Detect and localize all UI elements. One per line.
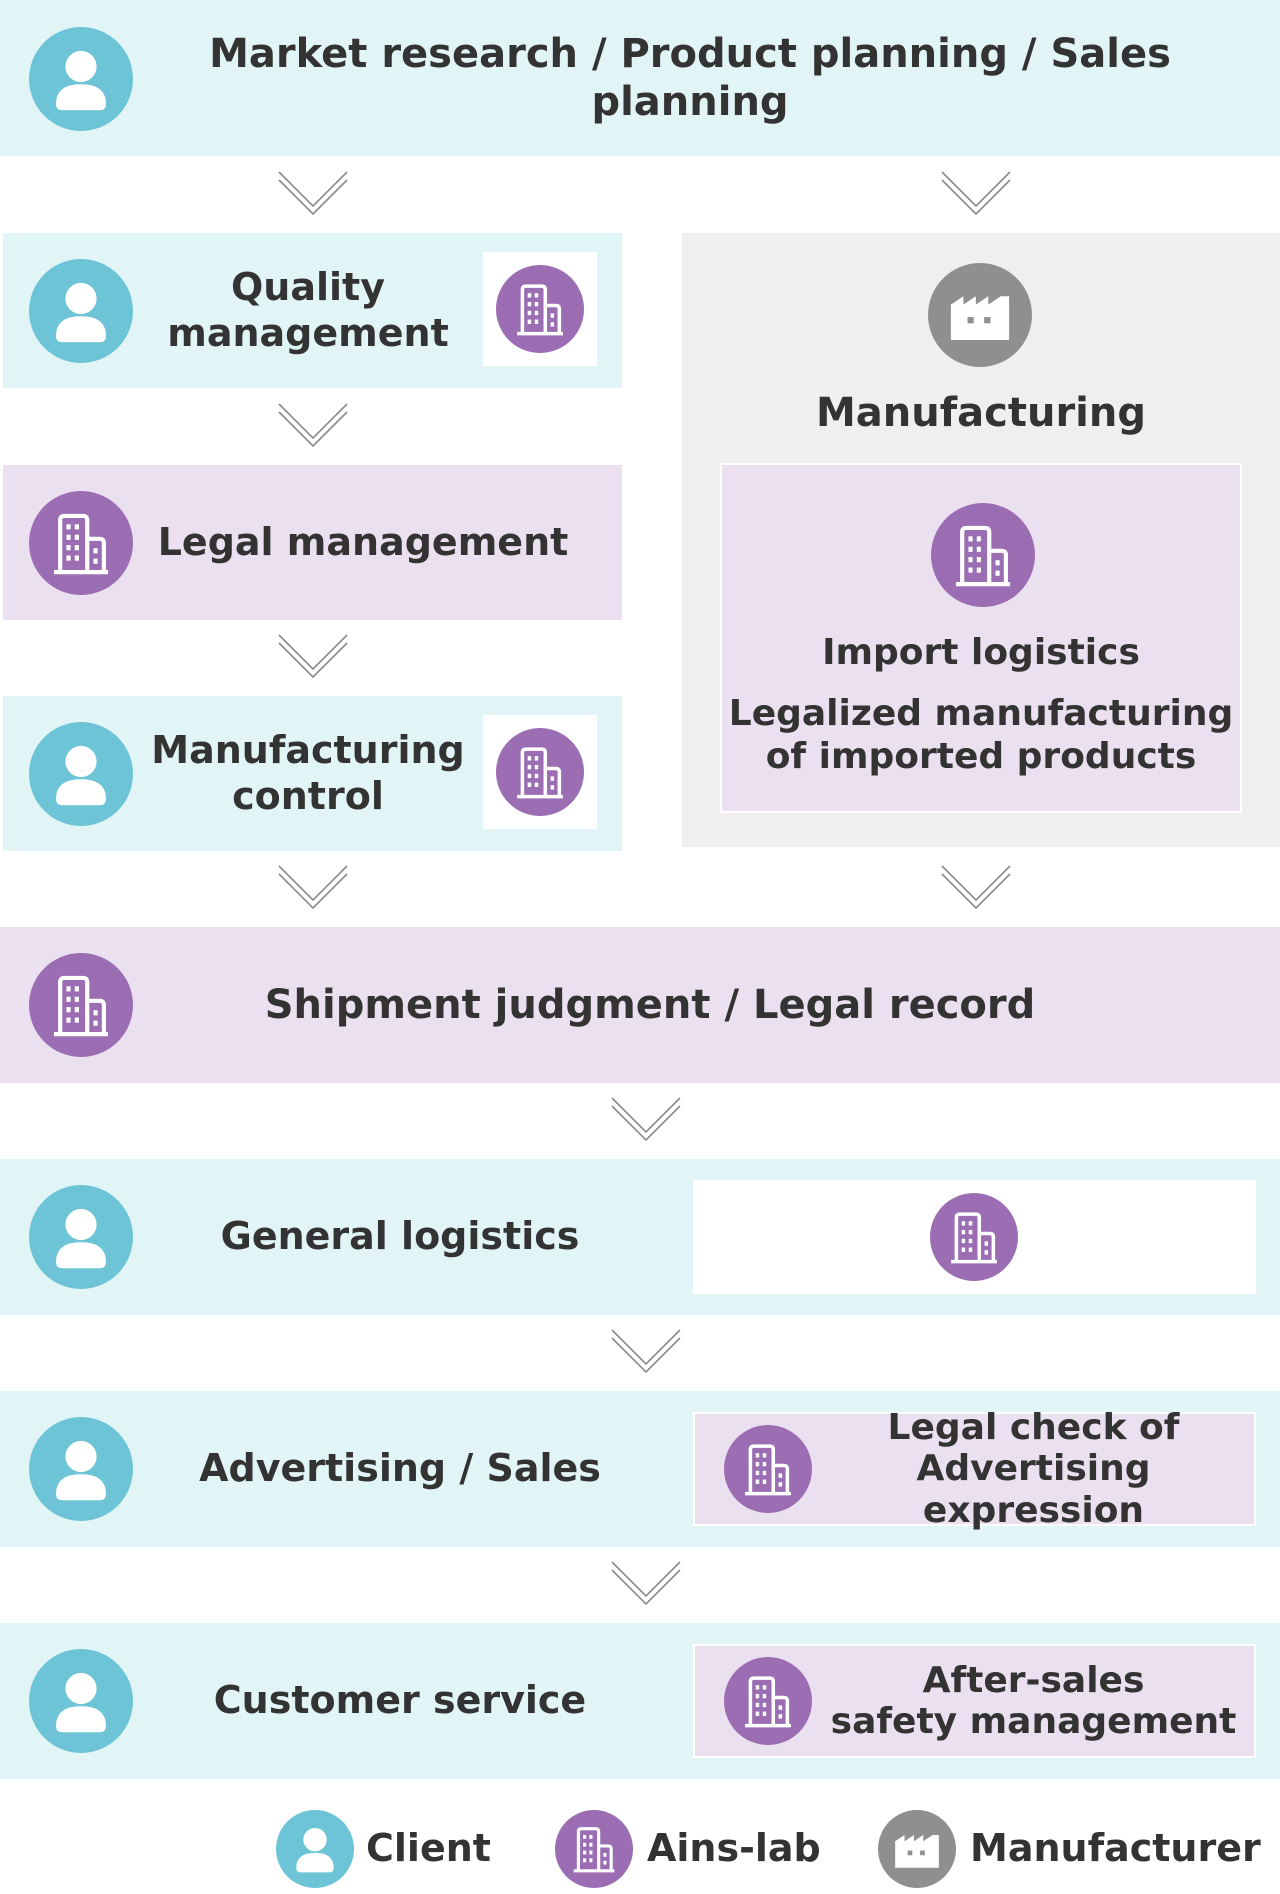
building-icon — [555, 1810, 633, 1888]
flow-arrow — [277, 402, 349, 452]
step-legal-management-label: Legal management — [157, 519, 569, 564]
after-sales-label: After-sales safety management — [830, 1659, 1237, 1742]
after-sales-box: After-sales safety management — [693, 1644, 1256, 1758]
flow-arrow — [277, 170, 349, 220]
building-icon — [29, 953, 133, 1057]
step-shipment-judgment: Shipment judgment / Legal record — [0, 927, 1280, 1083]
step-manufacturing-control-label: Manufacturing control — [151, 727, 465, 818]
building-icon — [29, 491, 133, 595]
flow-arrow — [610, 1096, 682, 1146]
flow-arrow — [610, 1560, 682, 1610]
factory-icon — [928, 263, 1032, 367]
step-market-research: Market research / Product planning / Sal… — [0, 0, 1280, 156]
manufacturing-ains-lab-box: Import logistics Legalized manufacturing… — [720, 463, 1242, 813]
step-shipment-judgment-label: Shipment judgment / Legal record — [264, 982, 1036, 1028]
person-icon — [29, 1185, 133, 1289]
ains-lab-support-box — [483, 252, 597, 366]
step-general-logistics-label: General logistics — [220, 1214, 580, 1259]
step-quality-management: Quality management — [3, 233, 622, 388]
step-customer-service-label: Customer service — [213, 1678, 587, 1723]
person-icon — [276, 1810, 354, 1888]
building-icon — [496, 728, 584, 816]
flow-arrow — [610, 1328, 682, 1378]
building-icon — [930, 1193, 1018, 1281]
person-icon — [29, 27, 133, 131]
legalized-manufacturing-label: Legalized manufacturing of imported prod… — [728, 692, 1234, 777]
legal-check-label: Legal check of Advertising expression — [887, 1406, 1180, 1531]
legend: Client Ains-lab Manufacturer — [270, 1808, 1270, 1888]
building-icon — [931, 503, 1035, 607]
step-legal-management: Legal management — [3, 465, 622, 620]
flow-arrow — [940, 170, 1012, 220]
flow-arrow — [277, 633, 349, 683]
factory-icon — [878, 1810, 956, 1888]
person-icon — [29, 722, 133, 826]
step-advertising-sales: Advertising / Sales Legal check of Adver… — [0, 1391, 1280, 1547]
legend-ains-lab-label: Ains-lab — [647, 1826, 821, 1871]
person-icon — [29, 1417, 133, 1521]
step-manufacturing: Manufacturing Import logistics Legalized… — [682, 233, 1280, 847]
ains-lab-support-box — [693, 1180, 1256, 1294]
step-manufacturing-label: Manufacturing — [816, 390, 1146, 436]
person-icon — [29, 1649, 133, 1753]
step-customer-service: Customer service After-sales safety mana… — [0, 1623, 1280, 1779]
step-general-logistics: General logistics — [0, 1159, 1280, 1315]
flow-arrow — [940, 864, 1012, 914]
building-icon — [724, 1657, 812, 1745]
legend-manufacturer-label: Manufacturer — [970, 1826, 1261, 1871]
import-logistics-label: Import logistics — [822, 632, 1140, 674]
ains-lab-support-box — [483, 715, 597, 829]
flow-arrow — [277, 864, 349, 914]
step-quality-management-label: Quality management — [167, 264, 449, 355]
step-manufacturing-control: Manufacturing control — [3, 696, 622, 851]
person-icon — [29, 259, 133, 363]
building-icon — [496, 265, 584, 353]
building-icon — [724, 1425, 812, 1513]
legal-check-box: Legal check of Advertising expression — [693, 1406, 1256, 1531]
legend-client-label: Client — [366, 1826, 491, 1871]
step-advertising-sales-label: Advertising / Sales — [199, 1446, 601, 1491]
step-market-research-label: Market research / Product planning / Sal… — [209, 31, 1171, 125]
